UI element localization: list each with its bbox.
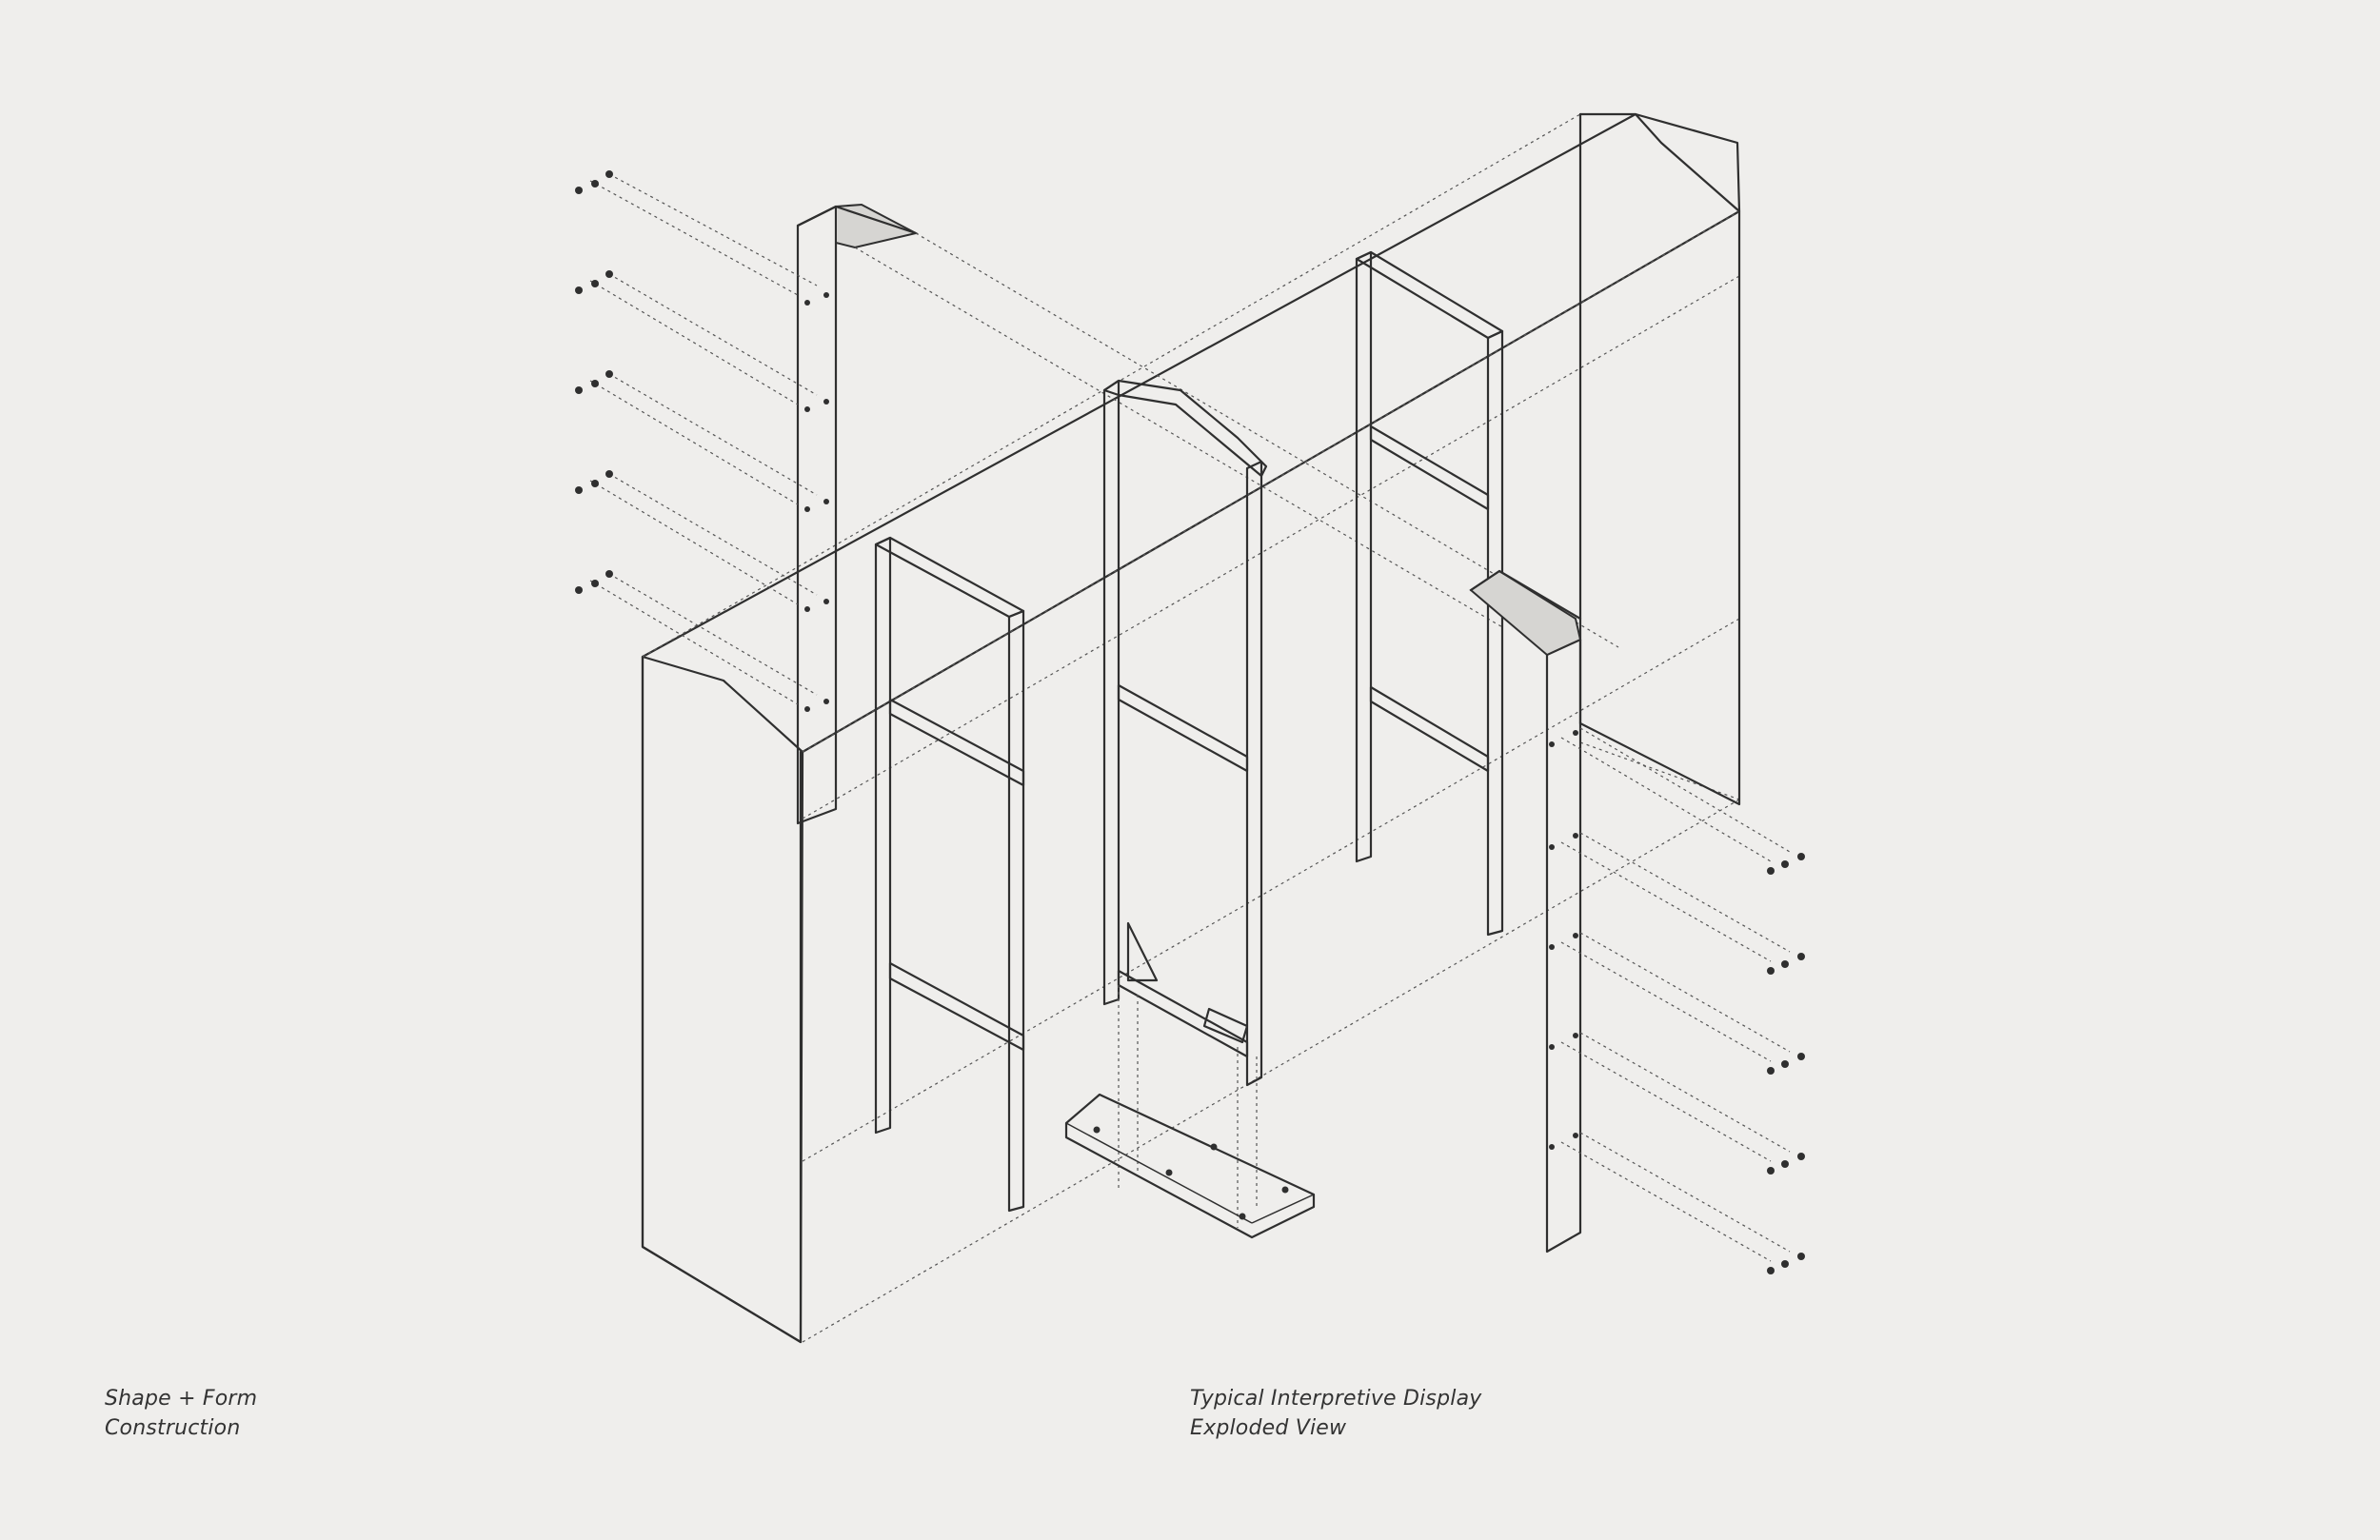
center-arched-frame [1102,379,1268,1228]
right-ladder-frame [1355,250,1504,937]
enclosure-outline [642,112,1741,1343]
caption-exploded-view-line2: Exploded View [1190,1416,1347,1440]
screw-row-2 [575,270,829,412]
screw-row-7 [1549,832,1805,975]
screw-row-5 [575,570,829,712]
left-post [796,203,1619,825]
left-end-panel [641,112,1741,1344]
screw-row-10 [1549,1132,1805,1274]
caption-shape-form-line1: Shape + Form [105,1387,258,1411]
caption-exploded-view-line1: Typical Interpretive Display [1190,1387,1482,1411]
caption-shape-form-line2: Construction [105,1416,241,1440]
screw-row-9 [1549,1032,1805,1175]
screw-row-4 [575,470,829,612]
right-screw-set [1549,727,1805,1274]
caption-shape-form: Shape + Form Construction [105,1384,257,1443]
right-post [1469,569,1582,1254]
screw-row-6 [1549,727,1805,875]
left-ladder-frame [874,536,1025,1213]
screw-row-1 [575,170,829,306]
base-plate [1064,1093,1316,1239]
screw-row-8 [1549,932,1805,1075]
caption-exploded-view: Typical Interpretive Display Exploded Vi… [1190,1384,1481,1443]
left-screw-set [575,170,829,712]
screw-row-3 [575,370,829,512]
